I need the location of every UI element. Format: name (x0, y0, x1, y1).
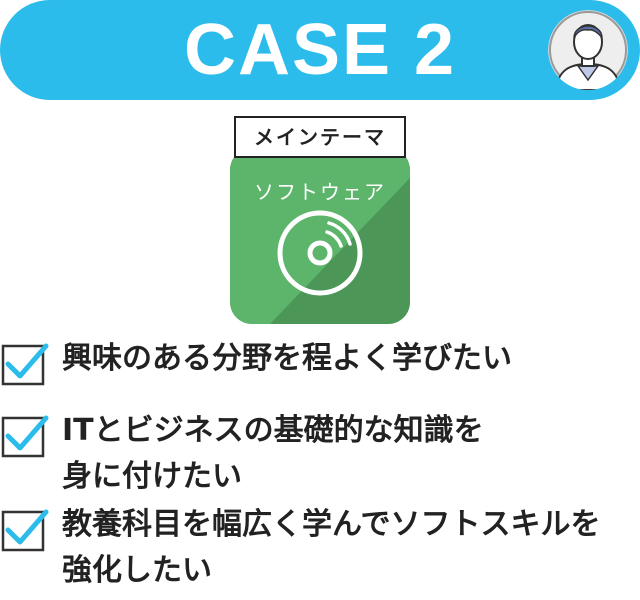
checkbox-checked-icon (1, 509, 49, 552)
checkbox-checked-icon (1, 415, 49, 458)
checklist-item-text: ITとビジネスの基礎的な知識を 身に付けたい (62, 413, 484, 494)
disc-icon (277, 210, 363, 296)
theme-card: ソフトウェア (230, 148, 410, 324)
checklist-item-text: 教養科目を幅広く学んでソフトスキルを 強化したい (62, 507, 601, 588)
theme-name: ソフトウェア (254, 180, 386, 204)
header-banner (0, 0, 640, 100)
checklist-item-text: 興味のある分野を程よく学びたい (62, 341, 512, 376)
checkbox-checked-icon (1, 343, 49, 386)
main-theme-label: メインテーマ (234, 116, 406, 158)
case-title: CASE 2 (183, 10, 457, 90)
person-avatar-icon (548, 10, 628, 90)
